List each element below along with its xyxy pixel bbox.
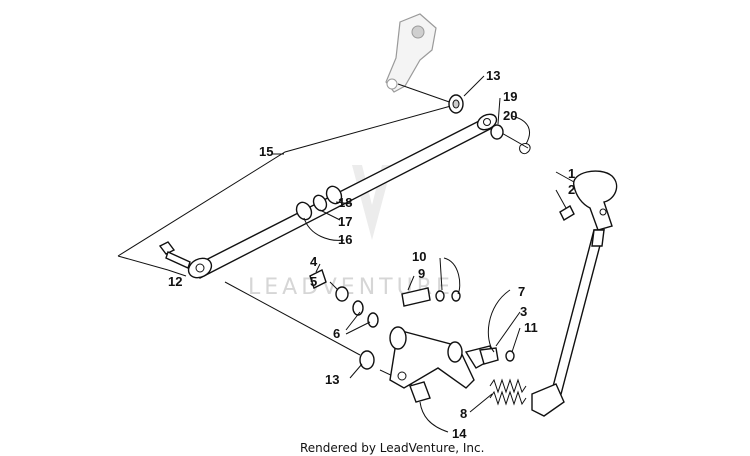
callout-3: 3 (520, 304, 527, 319)
pivot-bracket (389, 326, 499, 389)
callout-16: 16 (338, 232, 352, 247)
callout-6: 6 (333, 326, 340, 341)
callout-13-top: 13 (486, 68, 500, 83)
callout-20: 20 (503, 108, 517, 123)
callout-7: 7 (518, 284, 525, 299)
upper-shift-arm (385, 13, 437, 93)
callout-18: 18 (338, 195, 352, 210)
callout-10: 10 (412, 249, 426, 264)
callout-5: 5 (310, 274, 317, 289)
shift-lever (531, 229, 605, 417)
upper-hardware (448, 94, 531, 155)
callout-11: 11 (524, 320, 538, 335)
shift-knob (559, 170, 618, 231)
small-hardware (309, 269, 515, 403)
callout-labels: 1 2 3 4 5 6 7 8 9 10 11 12 13 13 14 15 1… (168, 68, 575, 441)
callout-17: 17 (338, 214, 352, 229)
leader-lines (167, 75, 575, 433)
bolt (158, 241, 191, 269)
callout-4: 4 (310, 254, 318, 269)
callout-15: 15 (259, 144, 273, 159)
callout-9: 9 (418, 266, 425, 281)
callout-19: 19 (503, 89, 517, 104)
callout-13-bottom: 13 (325, 372, 339, 387)
footer-credit: Rendered by LeadVenture, Inc. (300, 441, 484, 455)
callout-1: 1 (568, 166, 575, 181)
callout-12: 12 (168, 274, 182, 289)
callout-8: 8 (460, 406, 467, 421)
spring (489, 378, 527, 406)
callout-14: 14 (452, 426, 467, 441)
callout-2: 2 (568, 182, 575, 197)
